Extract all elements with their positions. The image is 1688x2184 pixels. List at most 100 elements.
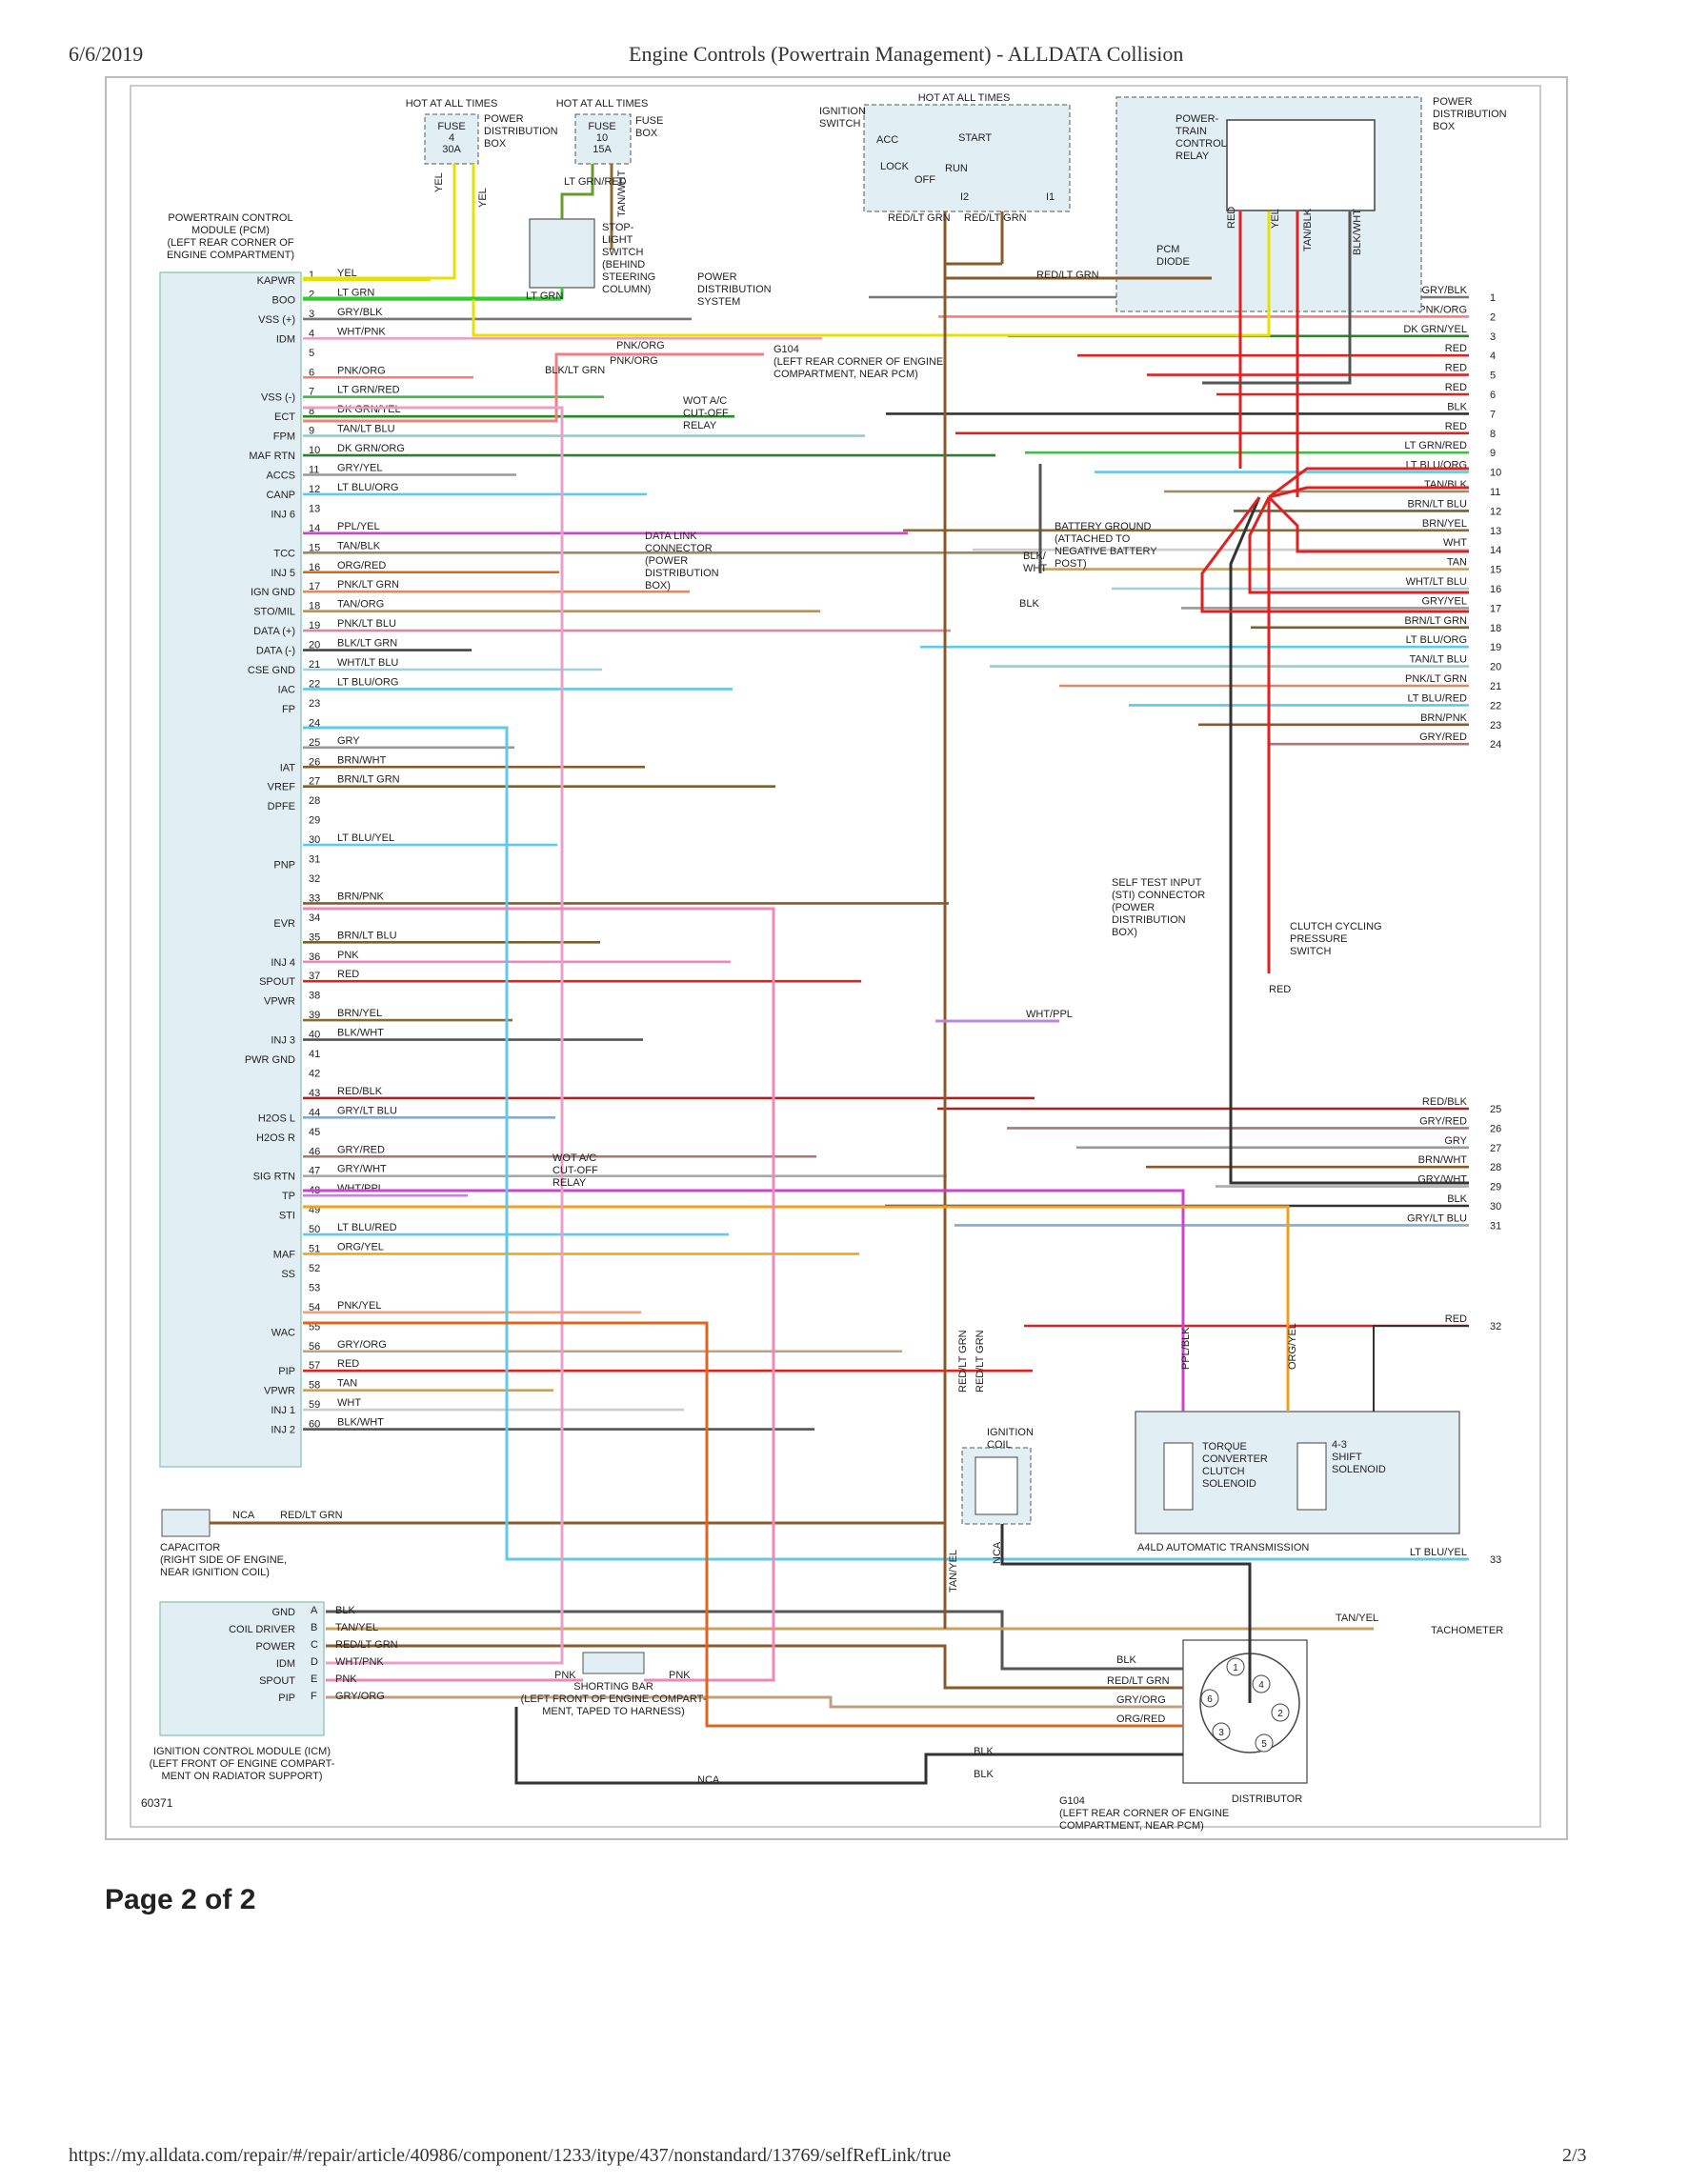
pcm-pin-number: 32 [309, 873, 320, 885]
tachometer-label: TACHOMETER [1431, 1625, 1503, 1636]
right-wire-number: 22 [1490, 700, 1501, 711]
capacitor [161, 1509, 211, 1537]
pcm-pin-number: 6 [309, 367, 314, 378]
pcm-pin-number: 2 [309, 289, 314, 300]
label-red-lt-grn-v1: RED/LT GRN [957, 1330, 969, 1393]
capacitor-label-line-1: (RIGHT SIDE OF ENGINE, [160, 1554, 287, 1566]
icm-title-line-1: (LEFT FRONT OF ENGINE COMPART- [150, 1758, 335, 1770]
right-wire-number: 6 [1490, 390, 1496, 401]
pcm-pin-number: 40 [309, 1030, 320, 1041]
label-red-lt-grn-v2: RED/LT GRN [975, 1330, 986, 1393]
right-wire-number: 1 [1490, 292, 1496, 304]
pcm-pin-function: KAPWR [257, 275, 295, 287]
wot-relay-2-label-line-1: CUT-OFF [553, 1165, 598, 1176]
pcm-pin-wire-color: PNK/YEL [337, 1300, 381, 1312]
pcm-pin-number: 5 [309, 348, 314, 359]
page-label: Page 2 of 2 [105, 1884, 256, 1915]
pcm-module [159, 271, 302, 1468]
pcm-pin-wire-color: BRN/LT BLU [337, 930, 397, 941]
pcm-pin-number: 34 [309, 912, 320, 924]
pcm-pin-number: 31 [309, 854, 320, 866]
shorting-bar [582, 1652, 645, 1674]
label-blk-lt-grn: BLK/LT GRN [545, 365, 605, 376]
pcm-pin-wire-color: GRY/BLK [337, 307, 383, 318]
pcm-pin-function: PIP [278, 1366, 295, 1377]
g104-label-line-0: G104 [774, 344, 799, 355]
pcm-pin-wire-color: RED [337, 1358, 359, 1370]
distributor-terminal-circle [1255, 1733, 1274, 1753]
label-wht-ppl: WHT/PPL [1026, 1009, 1073, 1020]
pcm-pin-number: 38 [309, 991, 320, 1002]
pcm-pin-wire-color: BRN/PNK [337, 891, 385, 902]
pcm-pin-function: MAF RTN [249, 451, 295, 462]
relay-label-line-3: RELAY [1176, 150, 1210, 162]
print-title: Engine Controls (Powertrain Management) … [629, 42, 1184, 66]
label-org-yel: ORG/YEL [1287, 1323, 1298, 1370]
label-wht: WHT [1023, 563, 1047, 574]
icm-pin-wire-color: WHT/PNK [335, 1656, 384, 1668]
right-wire-color: WHT [1443, 537, 1467, 549]
icm-pin-letter: A [311, 1605, 318, 1616]
fuse-box-label-line-0: FUSE [635, 115, 663, 127]
dist-wire-blk: BLK [1116, 1654, 1136, 1666]
pcm-pin-number: 27 [309, 776, 320, 788]
pcm-pin-function: WAC [271, 1327, 295, 1338]
pcm-pin-number: 17 [309, 581, 320, 592]
pcm-pin-wire-color: LT BLU/YEL [337, 832, 394, 844]
battery-ground-label-line-2: NEGATIVE BATTERY [1055, 546, 1157, 557]
stoplight-switch [529, 218, 595, 289]
ign-pos-i1: I1 [1046, 191, 1055, 203]
pcm-pin-function: MAF [273, 1250, 296, 1261]
battery-ground-label-line-3: POST) [1055, 558, 1087, 570]
right-wire-number: 12 [1490, 506, 1501, 517]
label-tan-yel-h: TAN/YEL [1336, 1613, 1378, 1624]
pcm-pin-wire-color: ORG/YEL [337, 1242, 384, 1253]
distributor-terminal-circle [1226, 1657, 1245, 1676]
shift-solenoid-label-line-1: SHIFT [1332, 1452, 1362, 1463]
ign-pos-off: OFF [914, 174, 935, 186]
pcm-pin-number: 21 [309, 659, 320, 671]
pcm-pin-function: BOO [272, 294, 296, 306]
pcm-pin-function: INJ 4 [271, 957, 295, 969]
pcm-pin-wire-color: TAN [337, 1378, 357, 1390]
label-red-lt-grn-1: RED/LT GRN [888, 212, 951, 224]
pdb-1-label-line-0: POWER [484, 113, 524, 125]
ignition-switch-label-line-0: IGNITION [819, 106, 866, 117]
pcm-pin-number: 11 [309, 465, 319, 476]
tcc-solenoid-label-line-0: TORQUE [1202, 1441, 1247, 1453]
right-wire-color: PNK/ORG [1418, 304, 1467, 315]
label-nca-coil: NCA [992, 1541, 1003, 1564]
right-wire-number: 23 [1490, 720, 1501, 731]
pcm-pin-number: 10 [309, 445, 320, 456]
pcm-pin-wire-color: TAN/LT BLU [337, 424, 395, 435]
icm-pin-function: IDM [276, 1658, 295, 1670]
wot-relay-1-label-line-1: CUT-OFF [683, 408, 729, 419]
pcm-pin-number: 14 [309, 523, 320, 534]
pcm-pin-function: INJ 3 [271, 1035, 295, 1047]
pcm-pin-number: 13 [309, 503, 320, 514]
icm-pin-wire-color: TAN/YEL [335, 1622, 378, 1633]
ign-pos-acc: ACC [876, 134, 898, 146]
pcm-pin-number: 4 [309, 328, 314, 339]
distributor-terminal-circle [1212, 1722, 1231, 1741]
pcm-pin-wire-color: BLK/WHT [337, 1417, 384, 1429]
pcm-pin-number: 33 [309, 892, 320, 904]
ign-pos-i2: I2 [960, 191, 969, 203]
right-wire-number: 11 [1490, 487, 1500, 498]
pcm-pin-number: 47 [309, 1166, 320, 1177]
icm-pin-function: PIP [278, 1693, 295, 1704]
icm-pin-function: SPOUT [259, 1675, 295, 1687]
right-wire-number: 14 [1490, 545, 1501, 556]
label-blk-1: BLK [974, 1746, 994, 1757]
distributor-terminal-number: 2 [1277, 1709, 1283, 1719]
fuse-4-label-line-1: 4 [449, 132, 454, 144]
footer-url: https://my.alldata.com/repair/#/repair/a… [69, 2145, 952, 2166]
label-pnk-org-2: PNK/ORG [610, 355, 658, 367]
pcm-pin-number: 36 [309, 952, 320, 963]
pcm-pin-wire-color: WHT [337, 1397, 361, 1409]
right-wire-color: RED/BLK [1422, 1096, 1468, 1108]
pcm-pin-wire-color: LT GRN/RED [337, 385, 400, 396]
pcm-pin-function: INJ 5 [271, 568, 295, 579]
pcm-pin-function: IAT [280, 762, 296, 773]
